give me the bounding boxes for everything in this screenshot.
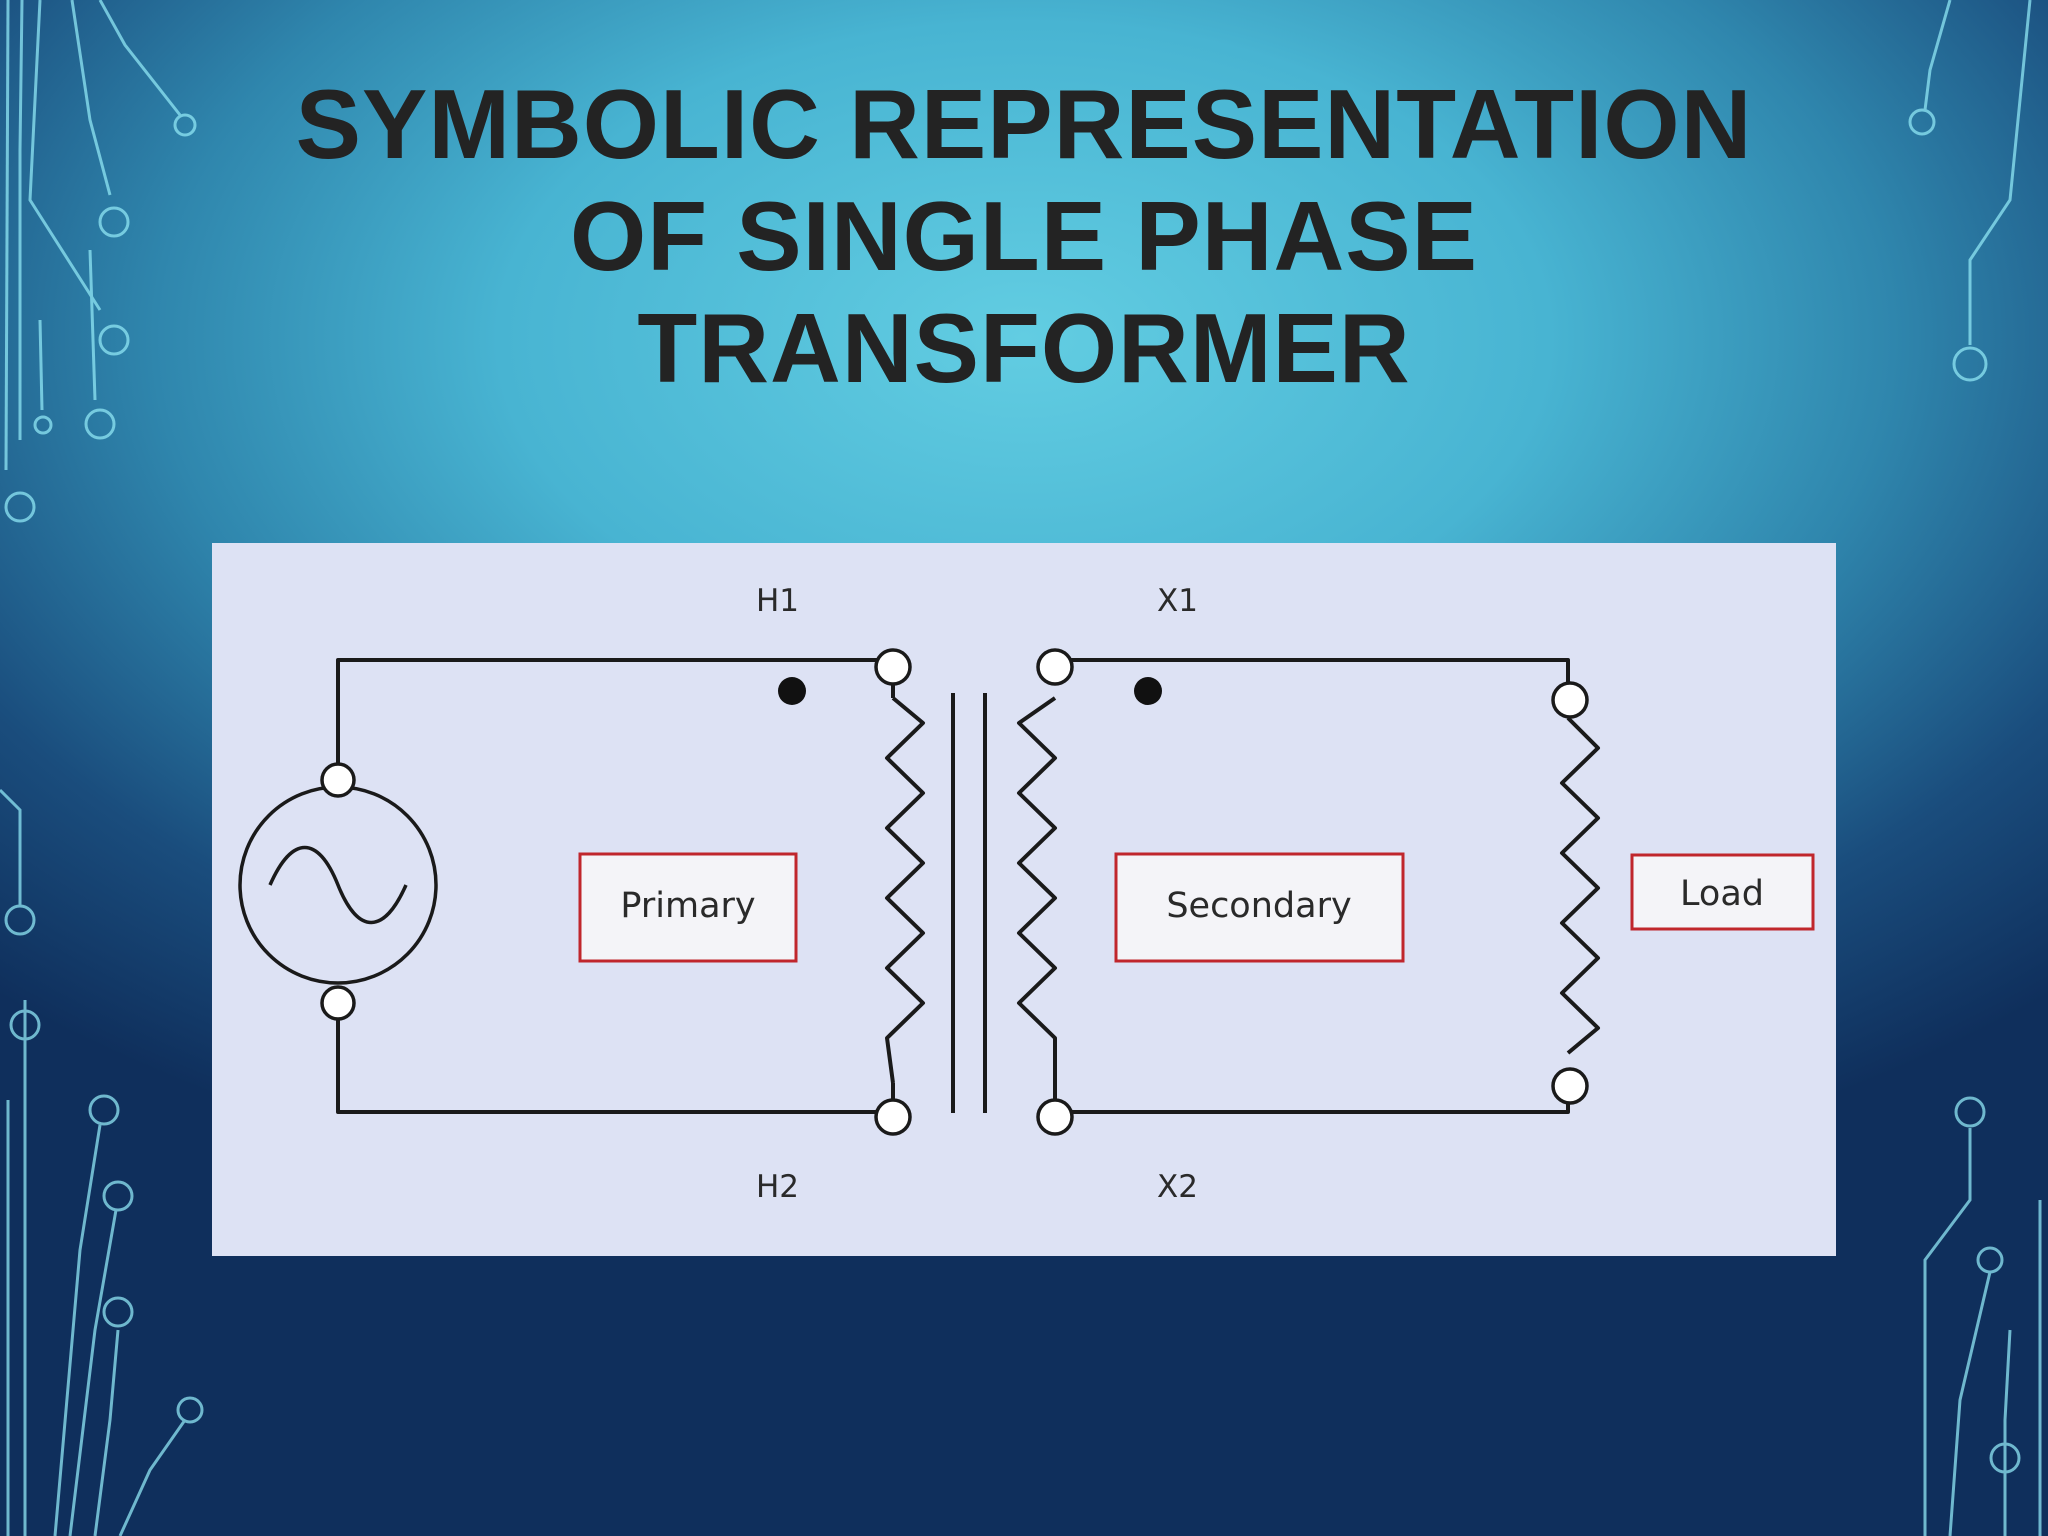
title-line-3: TRANSFORMER bbox=[637, 293, 1411, 403]
title-line-1: SYMBOLIC REPRESENTATION bbox=[295, 69, 1753, 179]
slide-title: SYMBOLIC REPRESENTATION OF SINGLE PHASE … bbox=[200, 68, 1848, 404]
secondary-label-box bbox=[1114, 852, 1405, 963]
h1-terminal bbox=[874, 648, 912, 686]
secondary-polarity-dot bbox=[1134, 677, 1162, 705]
title-line-2: OF SINGLE PHASE bbox=[569, 181, 1478, 291]
load-label: Load bbox=[1680, 874, 1764, 914]
x2-terminal bbox=[1036, 1098, 1074, 1136]
h2-label: H2 bbox=[756, 1169, 799, 1205]
primary-polarity-dot bbox=[778, 677, 806, 705]
load-resistor bbox=[1560, 716, 1600, 1055]
transformer-diagram: H1 H2 X1 X2 Primary Secondary Load bbox=[212, 543, 1836, 1256]
h1-label: H1 bbox=[756, 583, 799, 619]
x2-label: X2 bbox=[1157, 1169, 1198, 1205]
primary-label: Primary bbox=[620, 886, 755, 926]
primary-winding bbox=[885, 696, 925, 1084]
secondary-winding bbox=[1017, 696, 1057, 1083]
load-label-box bbox=[1630, 853, 1815, 931]
source-top-terminal bbox=[320, 762, 356, 798]
x1-label: X1 bbox=[1157, 583, 1198, 619]
load-top-terminal bbox=[1551, 681, 1589, 719]
primary-label-box bbox=[578, 852, 798, 963]
secondary-top-wire bbox=[1053, 658, 1570, 686]
source-bottom-terminal bbox=[320, 985, 356, 1021]
primary-top-wire bbox=[336, 658, 895, 782]
x1-terminal bbox=[1036, 648, 1074, 686]
secondary-bottom-wire bbox=[1053, 1083, 1570, 1114]
ac-sine-icon bbox=[268, 845, 408, 925]
secondary-label: Secondary bbox=[1166, 886, 1351, 926]
load-bottom-terminal bbox=[1551, 1067, 1589, 1105]
h2-terminal bbox=[874, 1098, 912, 1136]
primary-bottom-wire bbox=[336, 1002, 895, 1114]
